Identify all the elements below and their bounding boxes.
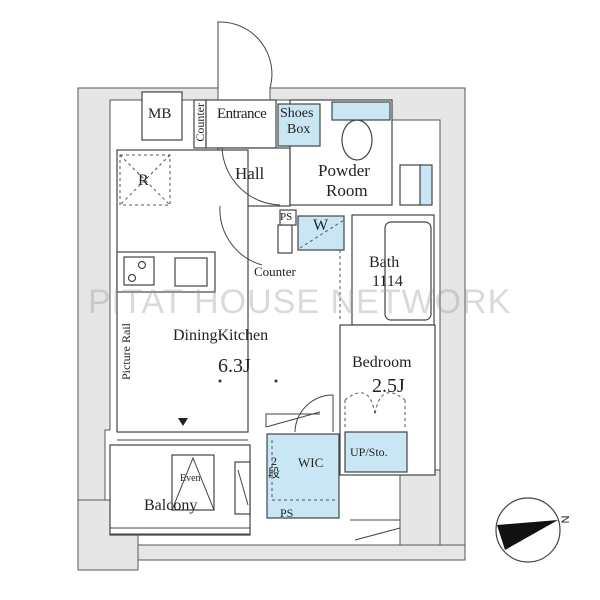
label-dining-kitchen-size: 6.3J <box>218 355 251 377</box>
label-washer: W <box>313 217 329 234</box>
mb-closet <box>141 91 183 141</box>
label-hall: Hall <box>235 164 265 183</box>
watermark: PITAT HOUSE NETWORK <box>88 283 512 321</box>
label-bedroom-size: 2.5J <box>372 375 405 397</box>
hall-door <box>221 147 281 206</box>
label-shoes-box-2: Box <box>287 122 311 137</box>
vanity <box>399 164 423 206</box>
wic <box>266 433 340 519</box>
wic-door <box>294 394 334 433</box>
front-door <box>217 21 273 89</box>
compass-north-label: N <box>558 515 571 524</box>
label-counter-entrance: Counter <box>193 103 207 142</box>
structure-wall <box>137 544 466 561</box>
label-mb: MB <box>148 106 172 122</box>
label-even: Even <box>180 473 201 484</box>
label-bath-size: 1114 <box>372 273 403 290</box>
stove-top <box>123 256 155 286</box>
dk-door <box>219 205 263 266</box>
water-heater <box>234 461 251 515</box>
label-wic: WIC <box>298 455 324 470</box>
label-ps-top: PS <box>280 211 293 223</box>
label-balcony: Balcony <box>144 497 198 514</box>
label-picture-rail: Picture Rail <box>119 323 133 380</box>
door-marker-icon <box>178 418 188 426</box>
label-refrigerator: R <box>138 172 149 189</box>
label-counter: Counter <box>254 264 296 279</box>
up-storage <box>344 431 408 473</box>
label-entrance: Entrance <box>217 106 267 122</box>
label-bath: Bath <box>369 254 400 271</box>
label-bedroom: Bedroom <box>352 354 412 371</box>
label-steps: 2段 <box>268 454 281 480</box>
compass-icon <box>495 497 561 563</box>
powder-shelf <box>331 101 391 121</box>
label-shoes-box: Shoes <box>280 106 314 121</box>
aircon-unit <box>171 454 215 511</box>
counter-small <box>277 224 293 254</box>
toilet <box>341 119 373 161</box>
label-powder-room-2: Room <box>326 181 368 200</box>
vanity-shelf <box>419 164 433 206</box>
bathtub <box>384 221 432 321</box>
label-ps-bottom: PS <box>280 506 294 520</box>
label-dining-kitchen: DiningKitchen <box>173 327 269 344</box>
structure-wall <box>399 469 441 556</box>
shoes-box <box>277 103 321 147</box>
label-up-storage: UP/Sto. <box>350 445 388 459</box>
fridge-space <box>119 154 171 206</box>
sink <box>174 257 208 287</box>
label-powder-room: Powder <box>318 161 370 180</box>
